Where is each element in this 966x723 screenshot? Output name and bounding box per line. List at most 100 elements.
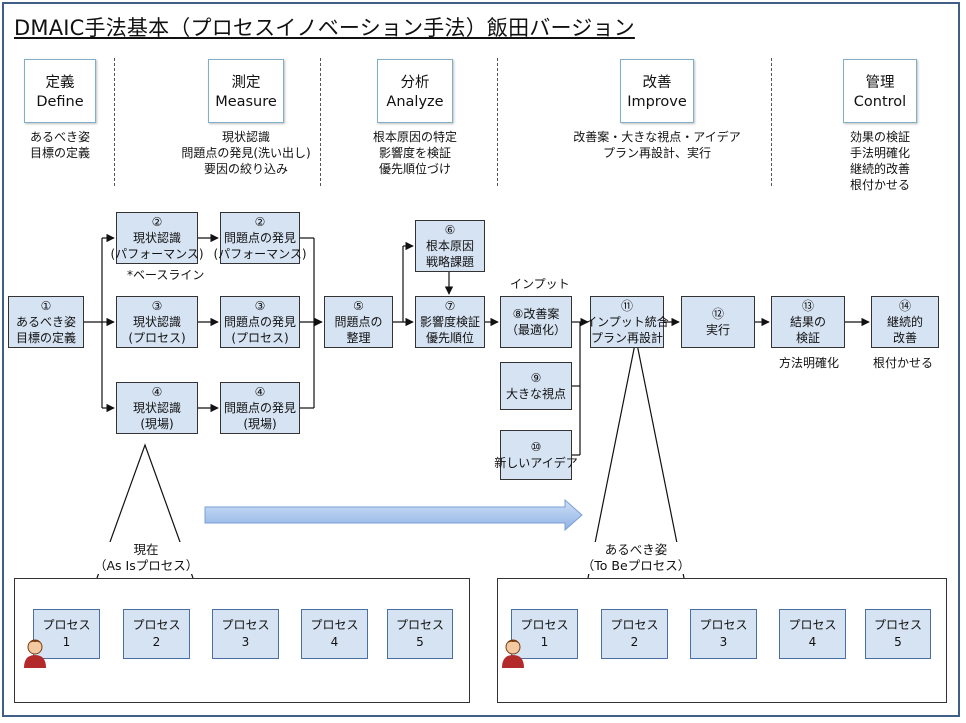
phase-measure-desc: 現状認識 問題点の発見(洗い出し) 要因の絞り込み bbox=[156, 129, 336, 177]
desc-line: 影響度を検証 bbox=[378, 146, 451, 160]
box-text-line: 問題点の発見 bbox=[223, 401, 296, 415]
box-text-line: 3 bbox=[719, 635, 728, 649]
box-text-line: 問題点の発見 bbox=[223, 315, 296, 329]
box-text-line: 2 bbox=[152, 635, 161, 649]
phase-improve-desc: 改善案・大きな視点・アイデア プラン再設計、実行 bbox=[560, 129, 754, 161]
box-text-line: ⑨ bbox=[530, 371, 542, 385]
box-text-line: (現場) bbox=[243, 417, 277, 431]
box-text-line: （To Beプロセス） bbox=[581, 558, 691, 573]
page-title: DMAIC手法基本（プロセスイノベーション手法）飯田バージョン bbox=[14, 16, 635, 40]
box-text-line: ① bbox=[40, 299, 52, 313]
box-text-line: 3 bbox=[241, 635, 250, 649]
box-text-line: (現場) bbox=[140, 417, 174, 431]
box-text-line: プロセス bbox=[520, 618, 569, 632]
step-1-box: ① あるべき姿目標の定義 bbox=[8, 296, 84, 348]
phase-jp-label: 分析 bbox=[400, 75, 430, 91]
phase-separator bbox=[320, 58, 321, 186]
box-text-line: 4 bbox=[808, 635, 817, 649]
desc-line: 目標の定義 bbox=[29, 146, 90, 160]
box-text-line: プロセス bbox=[788, 618, 837, 632]
box-text-line: 新しいアイデア bbox=[494, 456, 578, 470]
box-text-line: (パフォーマンス) bbox=[213, 247, 307, 261]
box-text-line: 大きな視点 bbox=[505, 387, 566, 401]
phase-define-desc: あるべき姿 目標の定義 bbox=[10, 129, 110, 161]
box-text-line: プラン再設計 bbox=[591, 331, 664, 345]
box-text-line: あるべき姿 bbox=[15, 315, 76, 329]
box-text-line: プロセス bbox=[221, 618, 270, 632]
desc-line: 問題点の発見(洗い出し) bbox=[181, 146, 311, 160]
as-is-process-4: プロセス 4 bbox=[301, 609, 368, 659]
box-text-line: 4 bbox=[330, 635, 339, 649]
input-note: インプット bbox=[510, 277, 570, 291]
desc-line: あるべき姿 bbox=[29, 130, 90, 144]
step-10-box: ⑩ 新しいアイデア bbox=[494, 430, 578, 480]
box-text-line: プロセス bbox=[699, 618, 748, 632]
phase-control-desc: 効果の検証 手法明確化 継続的改善 根付かせる bbox=[820, 129, 940, 193]
box-text-line: インプット統合 bbox=[585, 315, 669, 329]
box-text-line: あるべき姿 bbox=[604, 542, 668, 557]
box-text-line: ⑧改善案 bbox=[512, 307, 560, 321]
baseline-note: *ベースライン bbox=[127, 268, 205, 282]
box-text-line: （最適化） bbox=[505, 323, 566, 337]
as-is-process-3: プロセス 3 bbox=[212, 609, 279, 659]
box-text-line: 5 bbox=[894, 635, 902, 649]
box-text-line: 1 bbox=[540, 635, 549, 649]
step-9-box: ⑨ 大きな視点 bbox=[500, 362, 572, 410]
as-is-label: 現在（As Isプロセス） bbox=[94, 542, 198, 574]
desc-line: 現状認識 bbox=[221, 130, 270, 144]
method-note: 方法明確化 bbox=[779, 356, 840, 370]
person-icon bbox=[502, 639, 524, 668]
box-text-line: 優先順位 bbox=[425, 331, 474, 345]
desc-line: 改善案・大きな視点・アイデア bbox=[573, 130, 741, 144]
to-be-label: あるべき姿（To Beプロセス） bbox=[580, 542, 692, 574]
desc-line: 効果の検証 bbox=[849, 130, 910, 144]
box-text-line: ④ bbox=[254, 385, 266, 399]
box-text-line: 現状認識 bbox=[132, 315, 181, 329]
box-text-line: ⑤ bbox=[353, 299, 364, 313]
box-text-line: ③ bbox=[151, 299, 163, 313]
phase-jp-label: 測定 bbox=[231, 75, 261, 91]
phase-measure: 測定 Measure bbox=[208, 59, 284, 123]
phase-analyze: 分析 Analyze bbox=[377, 59, 453, 123]
phase-jp-label: 管理 bbox=[865, 75, 895, 91]
phase-define: 定義 Define bbox=[24, 59, 96, 123]
box-text-line: プロセス bbox=[42, 618, 91, 632]
box-text-line: ⑩ bbox=[530, 440, 542, 454]
box-text-line: 改善 bbox=[892, 331, 917, 345]
box-text-line: (パフォーマンス) bbox=[110, 247, 204, 261]
box-text-line: 目標の定義 bbox=[15, 331, 76, 345]
phase-improve: 改善 Improve bbox=[620, 59, 694, 123]
box-text-line: プロセス bbox=[610, 618, 659, 632]
box-text-line: 問題点の発見 bbox=[223, 231, 296, 245]
box-text-line: 実行 bbox=[705, 323, 730, 337]
box-text-line: ⑥ bbox=[444, 223, 456, 237]
box-text-line: プロセス bbox=[310, 618, 359, 632]
phase-jp-label: 改善 bbox=[642, 75, 672, 91]
box-text-line: 影響度検証 bbox=[419, 315, 480, 329]
desc-line: 継続的改善 bbox=[849, 162, 910, 176]
phase-separator bbox=[114, 58, 115, 186]
box-text-line: ④ bbox=[151, 385, 163, 399]
box-text-line: プロセス bbox=[395, 618, 444, 632]
box-text-line: 結果の bbox=[789, 315, 826, 329]
box-text-line: 根本原因 bbox=[425, 239, 474, 253]
phase-control: 管理 Control bbox=[843, 59, 917, 123]
box-text-line: 継続的 bbox=[886, 315, 923, 329]
phase-separator bbox=[771, 58, 772, 186]
step-8-box: ⑧改善案 （最適化） bbox=[500, 296, 572, 348]
box-text-line: プロセス bbox=[873, 618, 922, 632]
box-text-line: ③ bbox=[254, 299, 266, 313]
